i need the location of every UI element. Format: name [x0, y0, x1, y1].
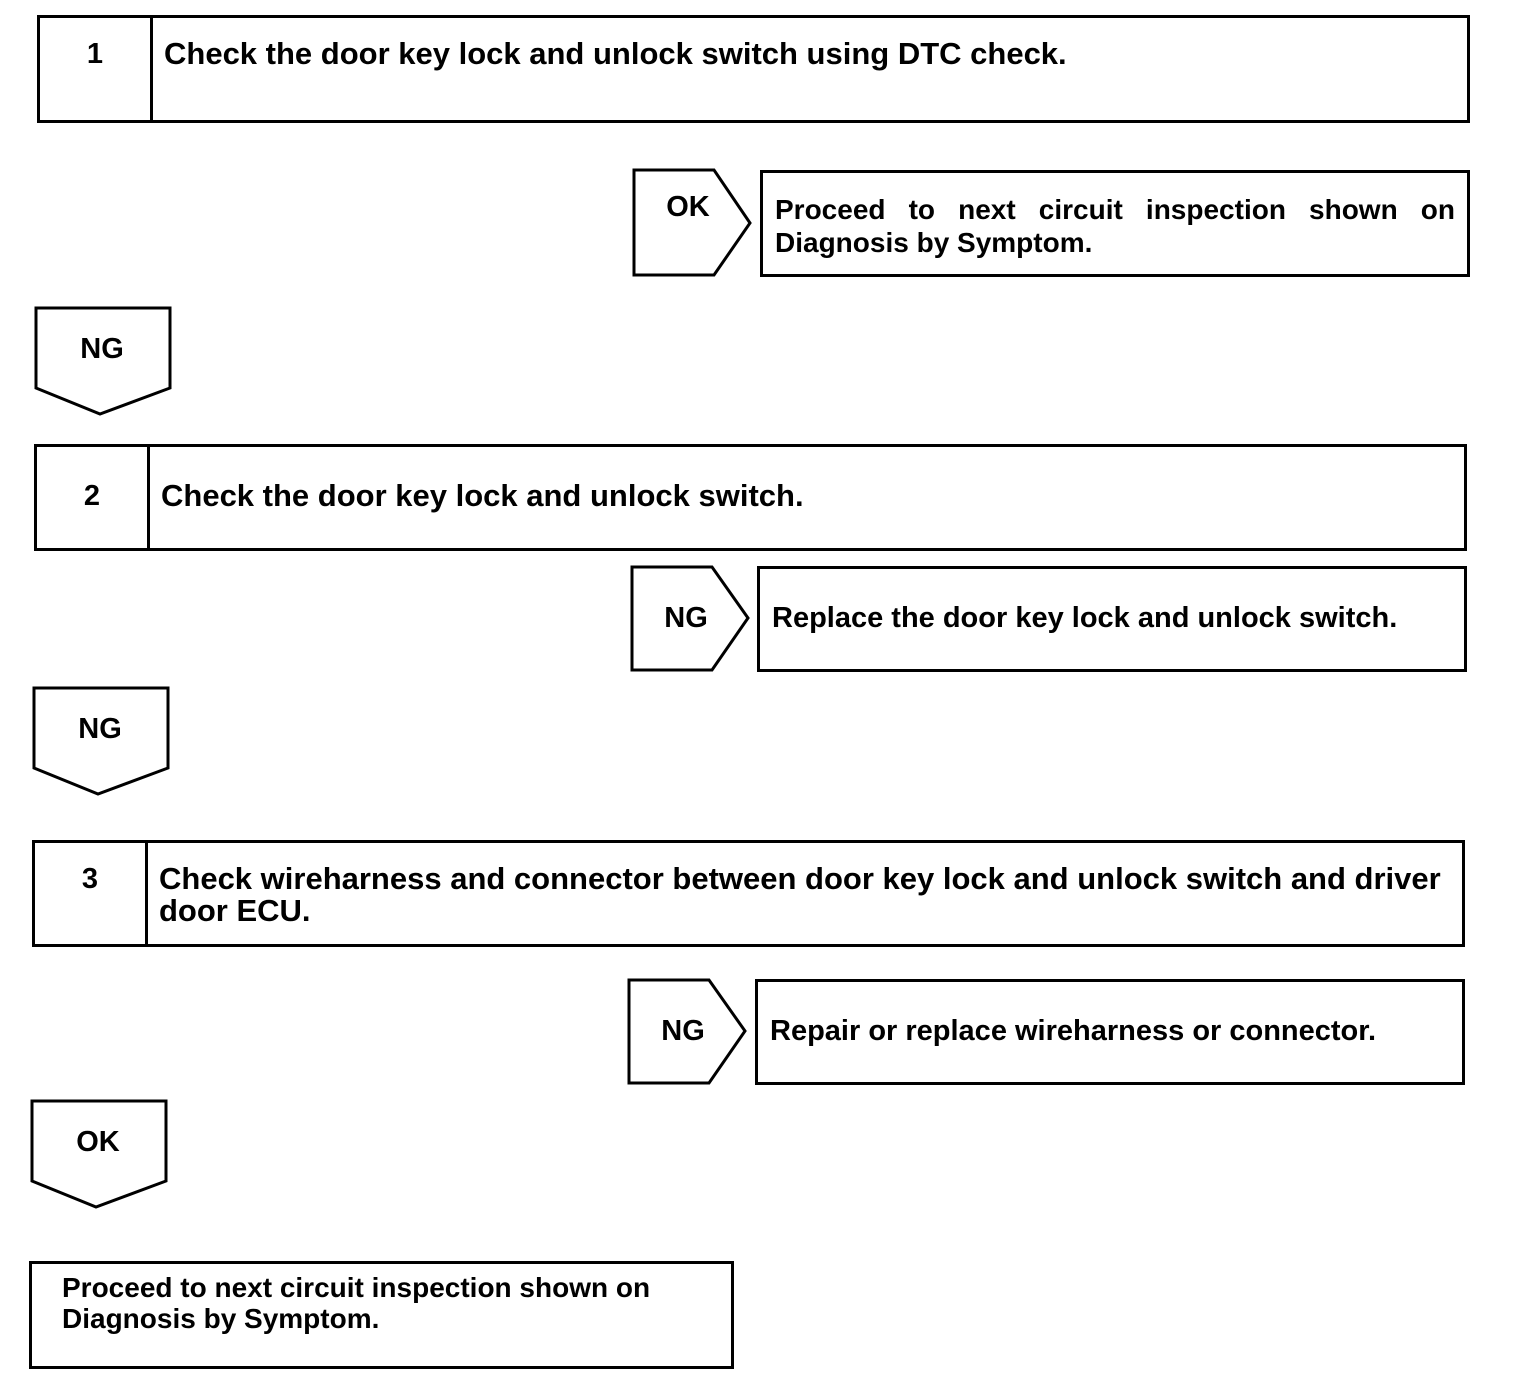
down-arrow-1-label: NG	[80, 333, 124, 365]
ok-down-arrow-3	[30, 1099, 168, 1209]
step-1-number: 1	[40, 18, 153, 120]
side-arrow-1-label: OK	[666, 191, 710, 223]
final-result-box: Proceed to next circuit inspection shown…	[29, 1261, 734, 1369]
step-1-box: 1 Check the door key lock and unlock swi…	[37, 15, 1470, 123]
step-3-box: 3 Check wireharness and connector betwee…	[32, 840, 1465, 947]
side-result-2: Replace the door key lock and unlock swi…	[757, 566, 1467, 672]
side-result-3-text: Repair or replace wireharness or connect…	[770, 1015, 1377, 1047]
ng-side-arrow-2	[630, 565, 750, 672]
final-result-line-1: Proceed to next circuit inspection shown…	[62, 1272, 651, 1303]
step-3-number: 3	[35, 843, 148, 944]
side-arrow-2-label: NG	[664, 602, 708, 634]
step-2-box: 2 Check the door key lock and unlock swi…	[34, 444, 1467, 551]
down-arrow-3-label: OK	[76, 1126, 120, 1158]
step-1-text: Check the door key lock and unlock switc…	[164, 36, 1067, 71]
side-result-1-text: Proceed to next circuit inspection shown…	[775, 194, 1455, 258]
step-3-text: Check wireharness and connector between …	[159, 861, 1441, 928]
ok-side-arrow-1	[632, 168, 752, 277]
final-result-line-2: Diagnosis by Symptom.	[62, 1303, 380, 1334]
step-2-number: 2	[37, 447, 150, 548]
side-arrow-3-label: NG	[661, 1015, 705, 1047]
ng-down-arrow-2	[32, 686, 170, 796]
side-result-3: Repair or replace wireharness or connect…	[755, 979, 1465, 1085]
side-result-1: Proceed to next circuit inspection shown…	[760, 170, 1470, 277]
down-arrow-2-label: NG	[78, 713, 122, 745]
ng-down-arrow-1	[34, 306, 172, 416]
ng-side-arrow-3	[627, 978, 747, 1085]
step-2-text: Check the door key lock and unlock switc…	[161, 478, 804, 513]
side-result-2-text: Replace the door key lock and unlock swi…	[772, 602, 1398, 634]
